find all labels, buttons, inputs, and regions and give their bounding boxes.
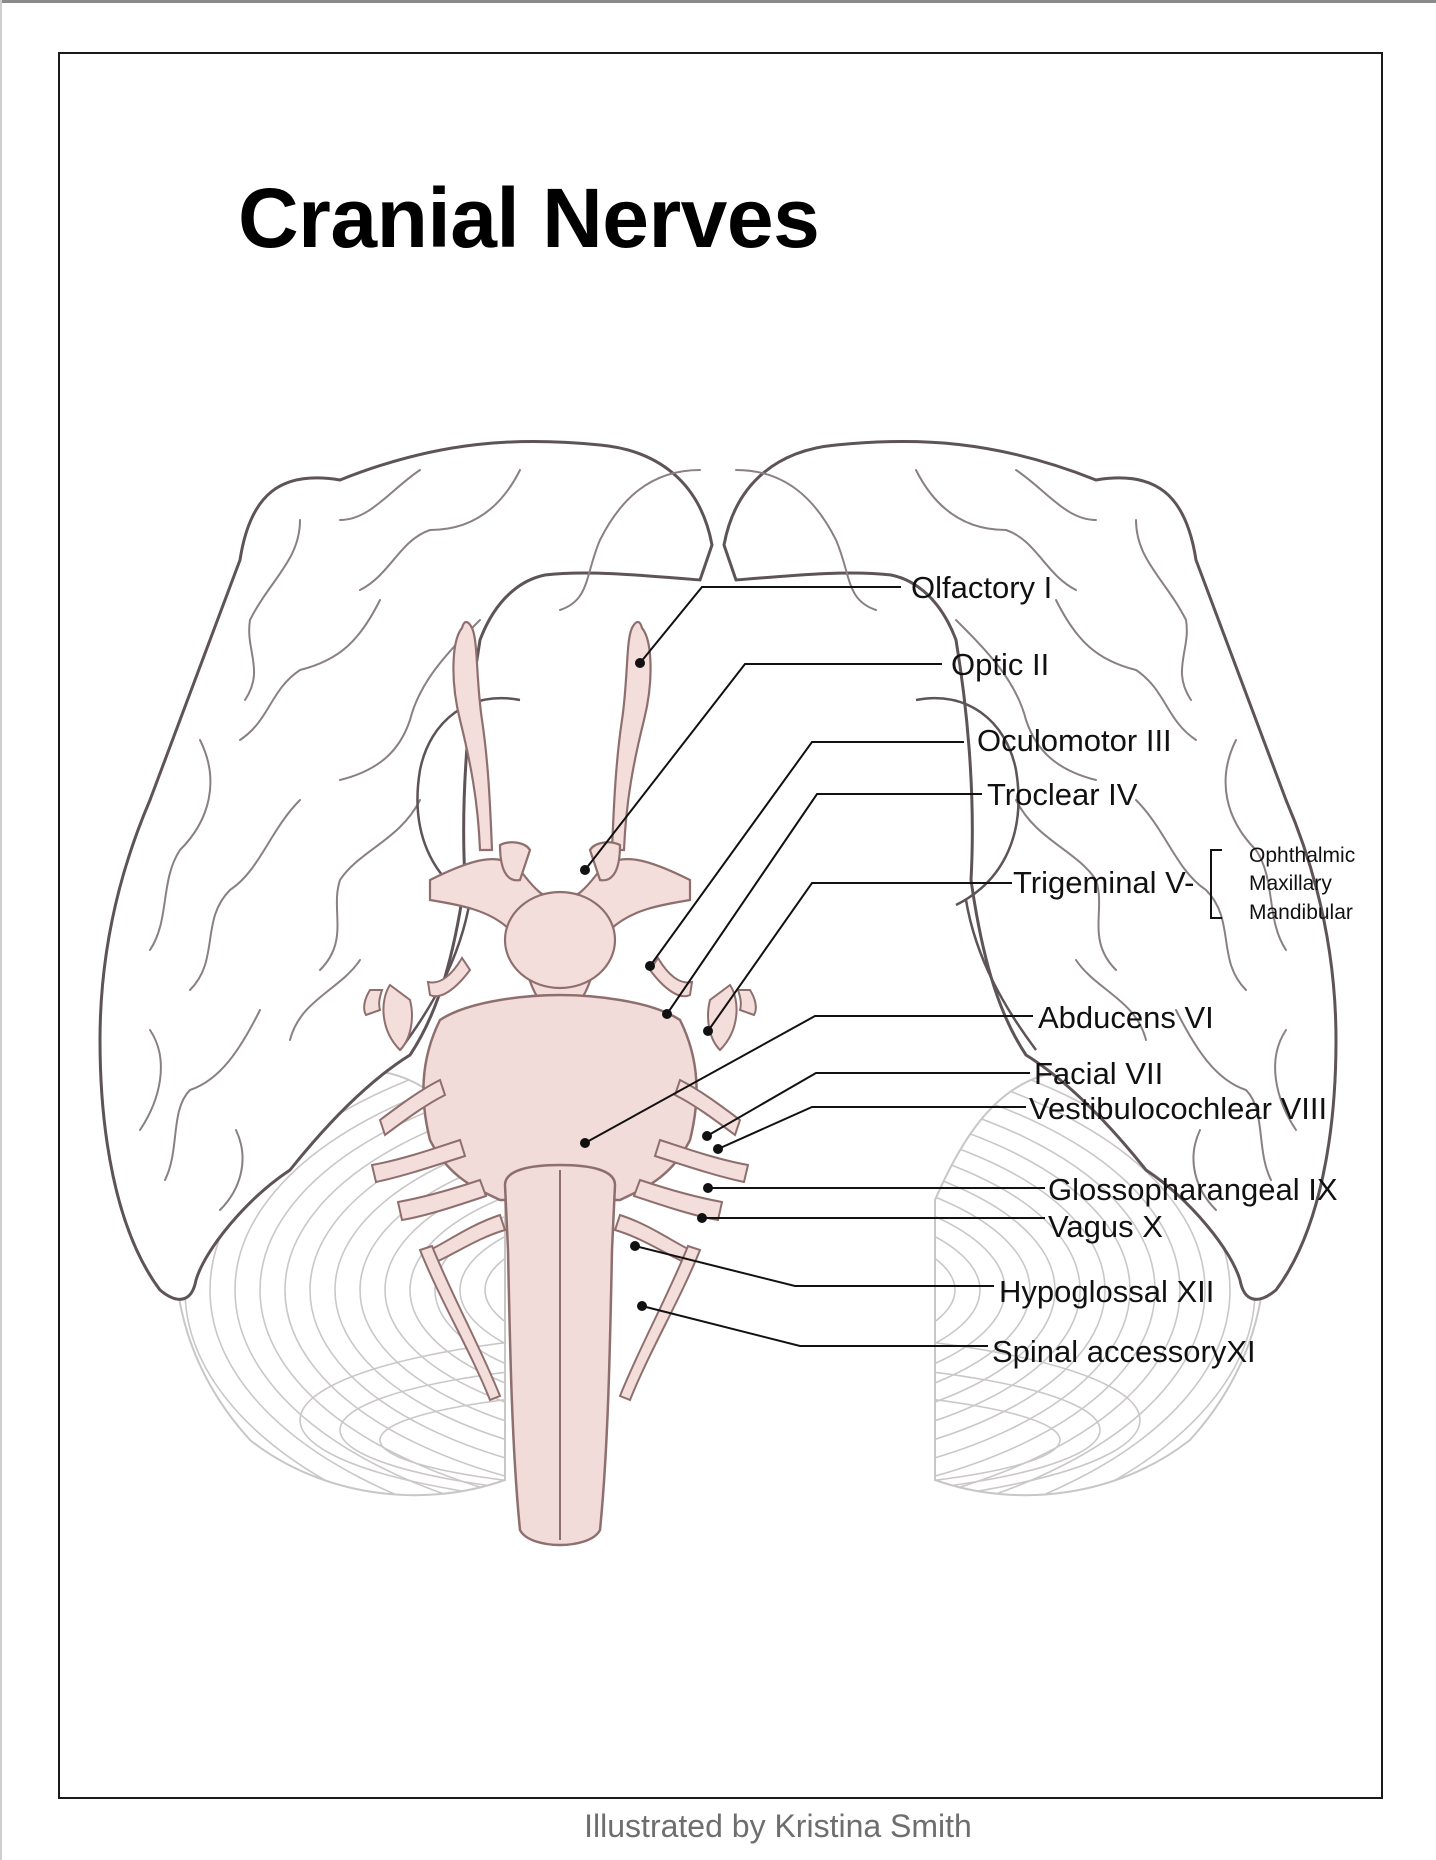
brain-gyri [139, 469, 1297, 1211]
label-trigeminal-branch: Mandibular [1249, 901, 1353, 924]
label-olfactory: Olfactory I [911, 570, 1052, 605]
trigeminal-bracket [1210, 849, 1222, 919]
label-hypoglossal: Hypoglossal XII [999, 1274, 1214, 1309]
illustration-frame [58, 52, 1383, 1799]
illustrator-credit: Illustrated by Kristina Smith [584, 1808, 972, 1844]
label-optic: Optic II [951, 647, 1049, 682]
optic-chiasm [428, 841, 692, 1002]
label-trigeminal-branch: Maxillary [1249, 872, 1332, 895]
page-title: Cranial Nerves [238, 171, 820, 265]
leader-dots [580, 658, 723, 1311]
label-trigeminal-branch: Ophthalmic [1249, 844, 1355, 867]
cranial-nerve-roots [363, 956, 757, 1402]
label-vagus: Vagus X [1048, 1209, 1163, 1244]
label-trochlear: Troclear IV [987, 777, 1138, 812]
olfactory-tracts [452, 620, 652, 852]
label-abducens: Abducens VI [1038, 1000, 1214, 1035]
brainstem [422, 993, 698, 1547]
leader-lines [584, 586, 1045, 1347]
label-facial: Facial VII [1034, 1056, 1163, 1091]
label-oculomotor: Oculomotor III [977, 723, 1172, 758]
left-edge-rule [0, 0, 2, 1860]
label-spinal-accessory: Spinal accessoryXI [992, 1334, 1256, 1369]
label-glossopharyngeal: Glossopharangeal IX [1048, 1172, 1338, 1207]
top-edge-rule [0, 0, 1436, 3]
label-vestibulocochlear: Vestibulocochlear VIII [1029, 1091, 1327, 1126]
label-trigeminal: Trigeminal V- [1013, 865, 1194, 900]
